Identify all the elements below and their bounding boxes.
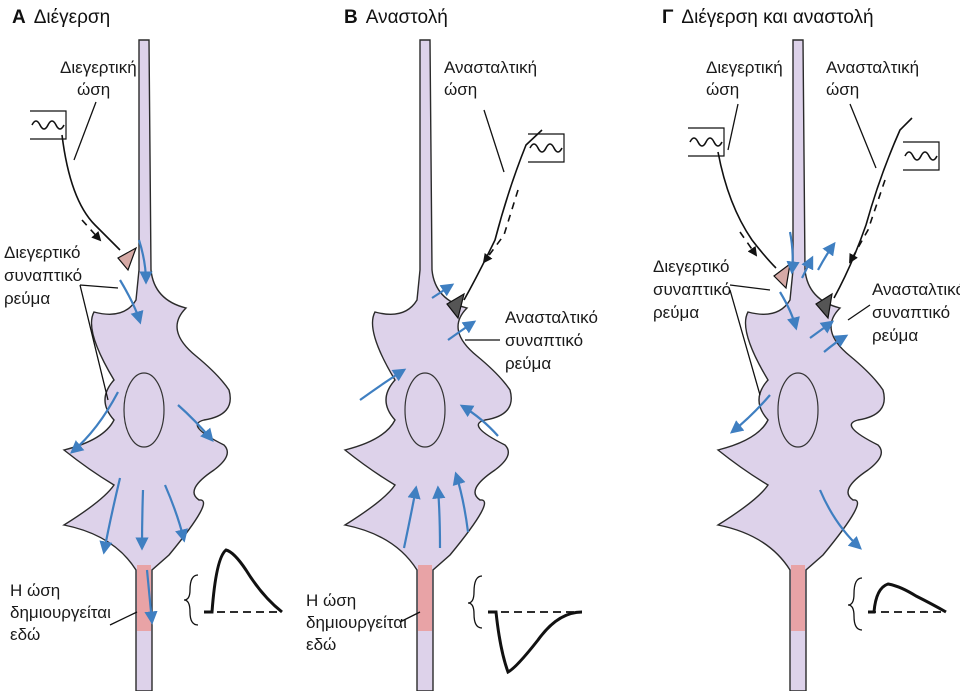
pulse-direction-arrow-c-excitatory [739,231,758,257]
excitatory-current-label-c: Διεγερτικό συναπτικό ρεύμα [653,257,736,322]
inhibitory-current-leader-c [847,304,871,321]
impulse-origin-leader-a [109,611,138,626]
inhibitory-pulse-leader-b [483,109,505,173]
current-arrows-b [359,283,499,549]
inhibitory-pulse-label-b: Ανασταλτική ώση [444,58,542,99]
excitatory-stimulator-icon-a [29,110,67,140]
neuron-b-initial-segment [418,565,432,631]
inhibitory-current-label-c: Ανασταλτικό συναπτικό ρεύμα [872,280,960,345]
excitatory-stimulator-icon-c [687,127,725,157]
current-arrows-c [729,231,862,550]
inhibitory-current-label-b: Ανασταλτικό συναπτικό ρεύμα [505,308,603,373]
impulse-origin-label-b: Η ώση δημιουργείται εδώ [306,591,412,654]
excitatory-fiber-c [717,151,777,269]
excitatory-pulse-leader-a [73,101,97,161]
potential-trace-a [183,548,283,626]
current-arrows-a [69,239,214,625]
inhibitory-terminal-c [815,292,833,320]
pulse-direction-arrow-b [482,189,519,264]
pulse-direction-arrow-c-inhibitory [849,179,886,264]
inhibitory-terminal-b [446,292,465,320]
pulse-direction-arrow-a [81,219,102,242]
potential-trace-c [847,577,947,631]
neuron-b [344,39,512,691]
excitatory-current-leader-a [79,284,119,401]
excitatory-current-label-a: Διεγερτικό συναπτικό ρεύμα [4,243,87,308]
potential-trace-b [467,575,583,675]
neuron-a [63,39,231,691]
impulse-origin-label-a: Η ώση δημιουργείται εδώ [10,581,116,644]
excitatory-pulse-leader-c [727,103,739,151]
neuron-c-initial-segment [791,565,805,631]
inhibitory-pulse-leader-c [849,103,877,169]
neuron-b-nucleus [404,372,446,448]
neuron-c [717,39,885,691]
excitatory-pulse-label-c: Διεγερτική ώση [706,58,787,99]
excitatory-terminal-c [773,262,791,290]
neuron-a-nucleus [123,372,165,448]
excitatory-current-leader-c [729,284,771,396]
excitatory-terminal-a [117,246,138,272]
inhibitory-fiber-b [463,129,543,301]
inhibitory-stimulator-icon-c [902,141,940,171]
neuron-c-nucleus [777,372,819,448]
excitatory-pulse-label-a: Διεγερτική ώση [60,58,141,99]
excitatory-fiber-a [61,134,121,251]
impulse-origin-leader-b [399,611,421,623]
inhibitory-pulse-label-c: Ανασταλτική ώση [826,58,924,99]
inhibitory-fiber-c [833,117,913,299]
